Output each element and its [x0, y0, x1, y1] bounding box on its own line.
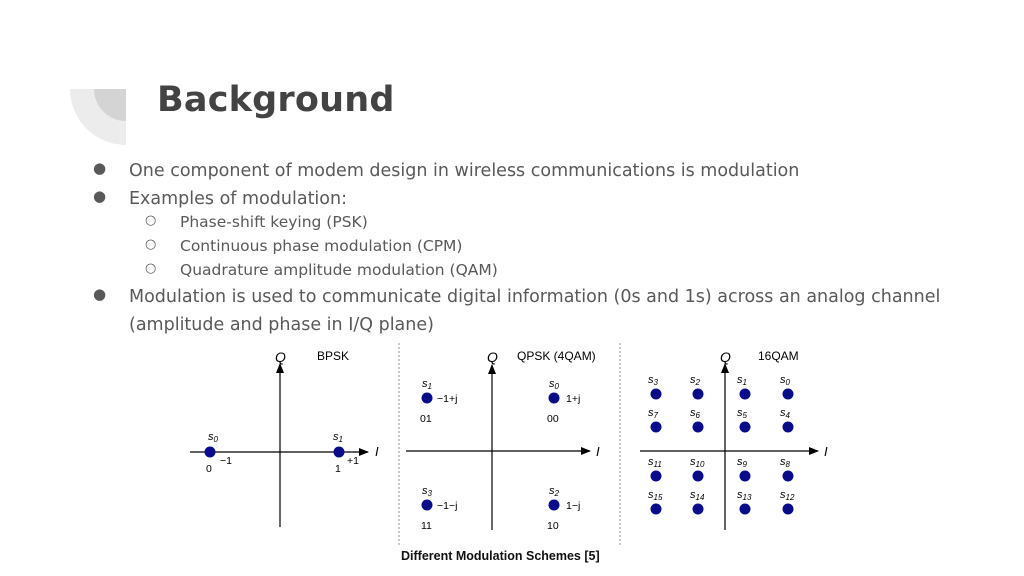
qam16-symbol-label: s11: [648, 456, 662, 469]
bpsk-symbol-label: s0: [208, 431, 219, 444]
qam16-point-s9: [739, 470, 751, 482]
qam16-point-s0: [782, 388, 794, 400]
bpsk-panel: Q I BPSK s0 −1 0 s1 +1 1: [190, 349, 379, 527]
sub-bullet-text: Quadrature amplitude modulation (QAM): [180, 261, 498, 279]
bullet-text: Modulation is used to communicate digita…: [129, 287, 941, 307]
bpsk-title: BPSK: [317, 349, 349, 363]
qam16-symbol-label: s4: [780, 407, 791, 420]
corner-decoration: [70, 89, 126, 145]
qpsk-i-label: I: [596, 444, 600, 459]
bullet-text: Examples of modulation:: [129, 189, 347, 209]
qam16-symbol-label: s8: [780, 456, 791, 469]
qpsk-value-label: 1+j: [566, 393, 580, 405]
bpsk-q-label: Q: [275, 349, 286, 365]
bpsk-point-s1: [333, 446, 345, 458]
qam16-symbol-label: s1: [737, 374, 747, 387]
qam16-point-s10: [692, 470, 704, 482]
qam16-point-s5: [739, 421, 751, 433]
qam16-symbol-label: s6: [690, 407, 701, 420]
qam16-symbol-label: s10: [690, 456, 705, 469]
qam16-symbol-label: s0: [780, 374, 791, 387]
bpsk-value-label: +1: [347, 455, 359, 467]
qam16-point-s13: [739, 503, 751, 515]
bpsk-point-s0: [204, 446, 216, 458]
qam16-symbol-label: s3: [648, 374, 659, 387]
qam16-i-label: I: [824, 444, 828, 459]
qam16-point-s2: [692, 388, 704, 400]
qam16-q-label: Q: [720, 349, 731, 365]
qam16-symbol-label: s12: [780, 489, 795, 502]
qam16-title: 16QAM: [758, 349, 799, 363]
qpsk-value-label: −1−j: [437, 500, 457, 512]
qpsk-bits-label: 00: [547, 413, 559, 425]
slide-title: Background: [157, 80, 395, 120]
qpsk-symbol-label: s0: [549, 378, 560, 391]
qam16-symbol-label: s7: [648, 407, 659, 420]
qpsk-value-label: 1−j: [566, 500, 580, 512]
qam16-symbol-label: s14: [690, 489, 705, 502]
bpsk-value-label: −1: [220, 455, 232, 467]
qam16-symbol-label: s13: [737, 489, 752, 502]
qam16-point-s1: [739, 388, 751, 400]
qam16-point-s14: [692, 503, 704, 515]
qam16-panel: Q I 16QAM s3 s2 s1 s0 s7 s6 s5 s4 s11 s10 s9 s8 s15 s…: [640, 349, 828, 530]
qam16-point-s11: [650, 470, 662, 482]
bullet-marker: ●: [93, 187, 107, 205]
qpsk-bits-label: 10: [547, 520, 559, 532]
sub-bullet-text: Continuous phase modulation (CPM): [180, 237, 463, 255]
qpsk-point-s3: [421, 499, 433, 511]
bpsk-bits-label: 0: [206, 463, 212, 475]
qam16-point-s7: [650, 421, 662, 433]
qpsk-point-s2: [548, 499, 560, 511]
bullet-marker: ●: [93, 159, 107, 177]
bullet-text-continuation: (amplitude and phase in I/Q plane): [129, 315, 434, 335]
qpsk-symbol-label: s2: [549, 485, 560, 498]
qam16-point-s15: [650, 503, 662, 515]
qpsk-value-label: −1+j: [437, 393, 457, 405]
sub-bullet-text: Phase-shift keying (PSK): [180, 213, 368, 231]
qpsk-point-s1: [421, 392, 433, 404]
qam16-point-s8: [782, 470, 794, 482]
bpsk-symbol-label: s1: [333, 431, 343, 444]
figure-caption: Different Modulation Schemes [5]: [401, 549, 600, 563]
qam16-symbol-label: s15: [648, 489, 663, 502]
qpsk-q-label: Q: [487, 349, 498, 365]
qam16-point-s12: [782, 503, 794, 515]
qam16-point-s3: [650, 388, 662, 400]
qpsk-symbol-label: s3: [422, 485, 433, 498]
sub-bullet-marker: ○: [145, 237, 157, 252]
bullet-marker: ●: [93, 285, 107, 303]
qam16-symbol-label: s5: [737, 407, 748, 420]
bullet-text: One component of modem design in wireles…: [129, 161, 800, 181]
qam16-symbol-label: s9: [737, 456, 748, 469]
qpsk-panel: Q I QPSK (4QAM) s1 −1+j 01 s0 1+j 00 s3 …: [406, 349, 600, 532]
sub-bullet-marker: ○: [145, 261, 157, 276]
qpsk-bits-label: 01: [420, 413, 432, 425]
sub-bullet-marker: ○: [145, 213, 157, 228]
bpsk-i-label: I: [375, 444, 379, 459]
bpsk-bits-label: 1: [335, 463, 341, 475]
qam16-symbol-label: s2: [690, 374, 701, 387]
qpsk-symbol-label: s1: [422, 378, 432, 391]
qam16-point-s4: [782, 421, 794, 433]
qpsk-point-s0: [548, 392, 560, 404]
qpsk-bits-label: 11: [421, 520, 432, 532]
qpsk-title: QPSK (4QAM): [517, 349, 596, 363]
qam16-point-s6: [692, 421, 704, 433]
